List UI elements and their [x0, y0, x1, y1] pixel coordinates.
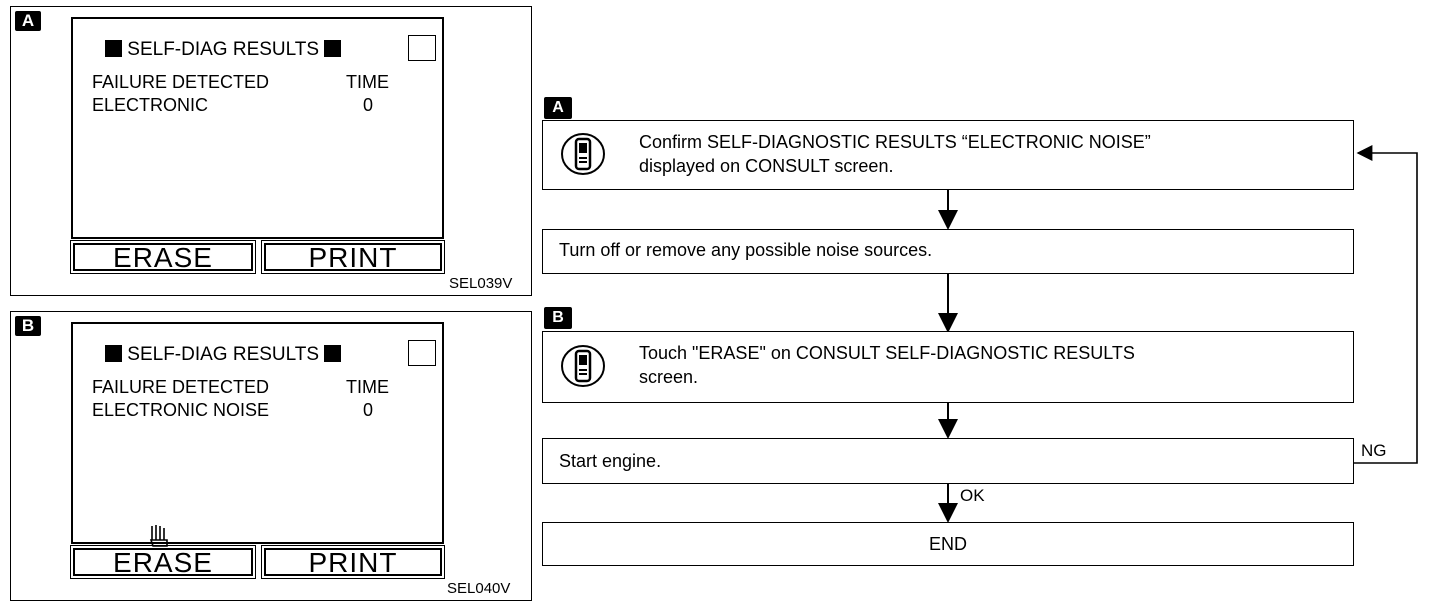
- title-square-right-icon: [324, 40, 342, 57]
- result-item: ELECTRONIC: [92, 95, 209, 115]
- step-confirm-text: Confirm SELF-DIAGNOSTIC RESULTS “ELECTRO…: [639, 132, 1151, 176]
- consult-screen-b: SELF-DIAG RESULTS FAILURE DETECTED TIME …: [71, 322, 444, 544]
- screen-corner-box-icon: [408, 35, 436, 61]
- flow-step-erase: Touch "ERASE" on CONSULT SELF-DIAGNOSTIC…: [542, 331, 1354, 403]
- column-header-time: TIME: [346, 377, 389, 397]
- step-end-text: END: [928, 534, 967, 554]
- result-item: ELECTRONIC NOISE: [92, 400, 270, 420]
- screen-corner-box-icon: [408, 340, 436, 366]
- step-start-engine-text: Start engine.: [559, 451, 662, 471]
- panel-tag-a: A: [15, 11, 41, 31]
- panel-tag-b: B: [15, 316, 41, 336]
- flow-tag-b: B: [544, 307, 572, 329]
- title-square-right-icon: [324, 345, 342, 362]
- screen-title-text: SELF-DIAG RESULTS: [127, 344, 320, 365]
- flow-step-start-engine: Start engine.: [542, 438, 1354, 484]
- result-time: 0: [363, 95, 374, 115]
- figure-code: SEL040V: [447, 580, 511, 597]
- screen-title-text: SELF-DIAG RESULTS: [127, 39, 320, 60]
- step-remove-noise-text: Turn off or remove any possible noise so…: [559, 240, 933, 260]
- column-header-failure: FAILURE DETECTED: [92, 72, 270, 92]
- step-erase-text: Touch "ERASE" on CONSULT SELF-DIAGNOSTIC…: [639, 343, 1135, 387]
- screen-panel-a: A SELF-DIAG RESULTS FAILURE DETECTED TIM…: [10, 6, 532, 296]
- column-header-time: TIME: [346, 72, 389, 92]
- print-button[interactable]: PRINT: [261, 240, 445, 274]
- ok-label: OK: [960, 486, 985, 505]
- screen-title-a: SELF-DIAG RESULTS: [105, 39, 342, 61]
- flow-tag-a: A: [544, 97, 572, 119]
- flow-step-end: END: [542, 522, 1354, 566]
- figure-code: SEL039V: [449, 275, 513, 292]
- print-button[interactable]: PRINT: [261, 545, 445, 579]
- touch-hand-icon: [149, 525, 168, 547]
- result-time: 0: [363, 400, 374, 420]
- erase-button[interactable]: ERASE: [70, 545, 256, 579]
- column-header-failure: FAILURE DETECTED: [92, 377, 270, 397]
- consult-icon: [561, 345, 605, 387]
- title-square-left-icon: [105, 40, 122, 57]
- consult-icon: [561, 133, 605, 175]
- flow-step-confirm: Confirm SELF-DIAGNOSTIC RESULTS “ELECTRO…: [542, 120, 1354, 190]
- flow-step-remove-noise: Turn off or remove any possible noise so…: [542, 229, 1354, 274]
- screen-title-b: SELF-DIAG RESULTS: [105, 344, 342, 366]
- ng-label: NG: [1361, 441, 1387, 460]
- consult-screen-a: SELF-DIAG RESULTS FAILURE DETECTED TIME …: [71, 17, 444, 239]
- title-square-left-icon: [105, 345, 122, 362]
- screen-panel-b: B SELF-DIAG RESULTS FAILURE DETECTED TIM…: [10, 311, 532, 601]
- ng-loop-line: [1353, 145, 1418, 464]
- erase-button[interactable]: ERASE: [70, 240, 256, 274]
